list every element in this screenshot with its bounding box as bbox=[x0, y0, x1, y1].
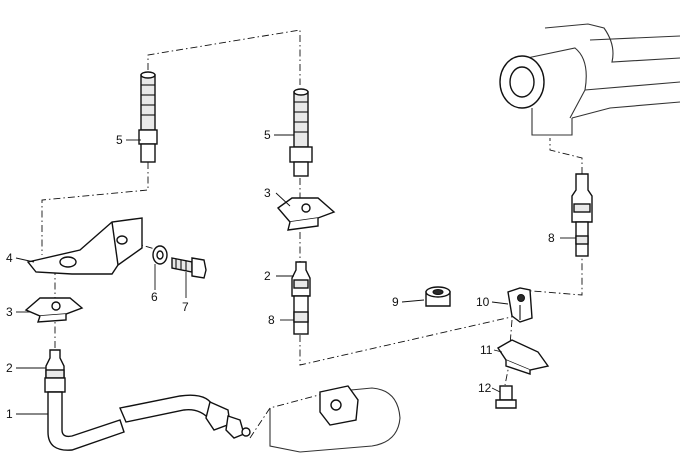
bolt-7 bbox=[171, 257, 207, 279]
holder-10 bbox=[507, 287, 533, 323]
nut-2-left bbox=[45, 349, 65, 379]
sensor-8-center bbox=[293, 295, 309, 335]
callout-11: 11 bbox=[480, 343, 493, 357]
washer-6 bbox=[152, 245, 168, 265]
callout-7: 7 bbox=[182, 300, 189, 314]
sensor-8-right bbox=[571, 173, 593, 257]
callout-8-center: 8 bbox=[268, 313, 275, 327]
engine-block-fragment bbox=[499, 23, 680, 136]
callout-6: 6 bbox=[151, 290, 158, 304]
nut-9 bbox=[425, 286, 451, 307]
callout-5-center: 5 bbox=[264, 128, 271, 142]
bracket-4 bbox=[26, 217, 143, 275]
callout-labels: 5 5 3 4 6 7 3 2 8 9 10 8 2 1 11 12 bbox=[6, 128, 555, 421]
exhaust-pipe-fragment bbox=[269, 385, 401, 453]
callout-3-center: 3 bbox=[264, 186, 271, 200]
callout-2-left: 2 bbox=[6, 361, 13, 375]
leader-lines bbox=[15, 134, 576, 415]
callout-1: 1 bbox=[6, 407, 13, 421]
callout-2-center: 2 bbox=[264, 269, 271, 283]
callout-4: 4 bbox=[6, 251, 13, 265]
callout-3-left: 3 bbox=[6, 305, 13, 319]
callout-9: 9 bbox=[392, 295, 399, 309]
clip-3-left bbox=[24, 297, 84, 323]
bolt-12 bbox=[495, 385, 517, 409]
fitting-5-center bbox=[289, 88, 313, 177]
pipe-1 bbox=[44, 377, 251, 451]
callout-10: 10 bbox=[476, 295, 490, 309]
nut-2-center bbox=[291, 261, 311, 297]
callout-12: 12 bbox=[478, 381, 492, 395]
fitting-5-left bbox=[138, 71, 158, 163]
clip-11 bbox=[497, 339, 550, 375]
clip-3-center bbox=[276, 197, 336, 231]
callout-8-right: 8 bbox=[548, 231, 555, 245]
callout-5-left: 5 bbox=[116, 133, 123, 147]
